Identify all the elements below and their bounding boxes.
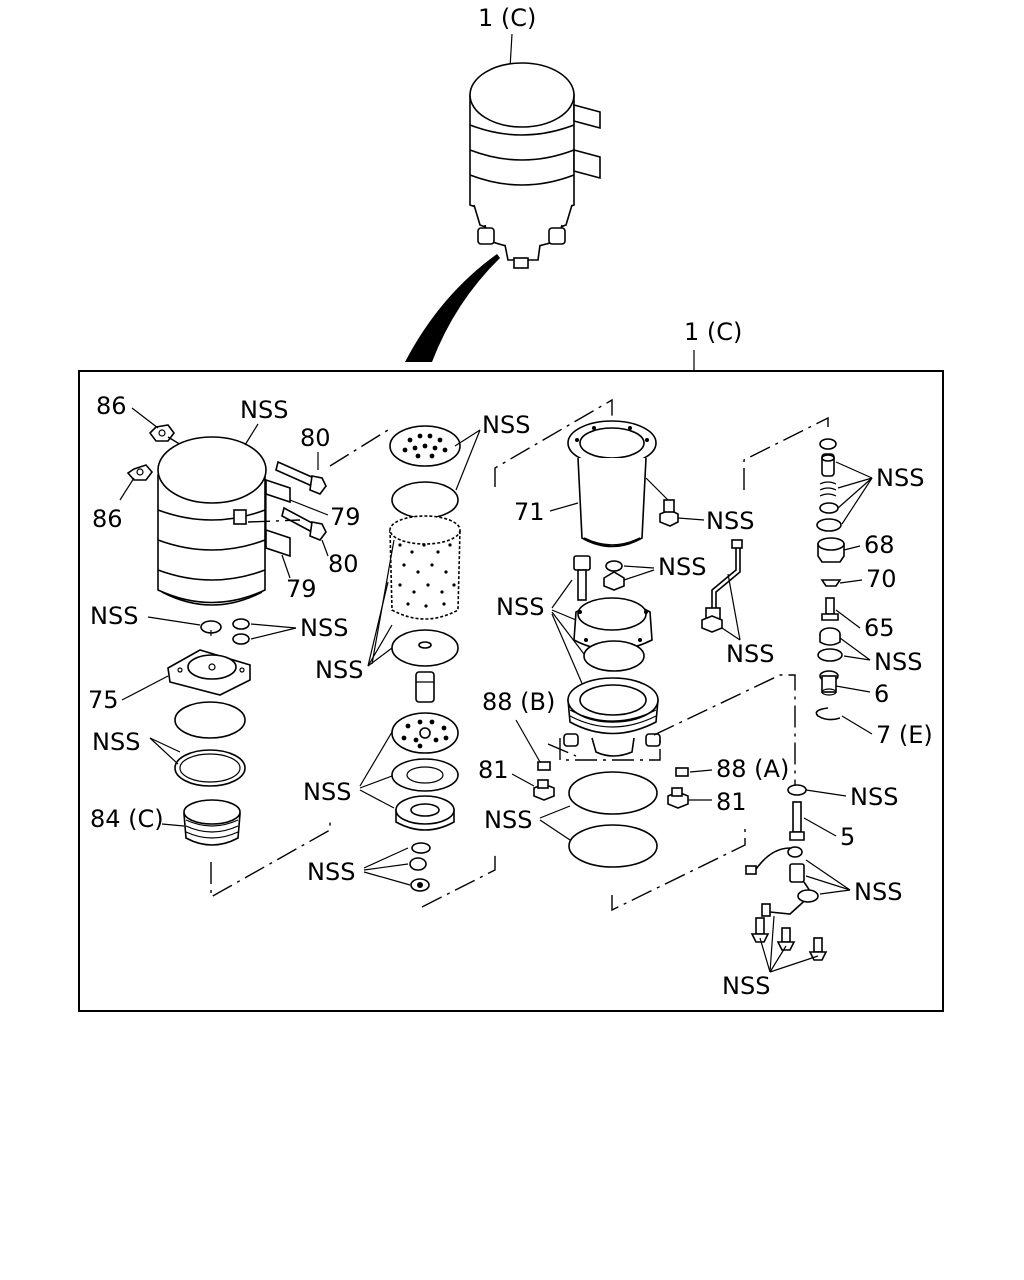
label-nss-washer: NSS xyxy=(90,602,138,630)
exploded-view-frame xyxy=(78,370,944,1012)
label-nss-tank: NSS xyxy=(240,396,288,424)
label-part-79b: 79 xyxy=(286,575,317,603)
label-part-6: 6 xyxy=(874,680,889,708)
callout-arrow xyxy=(405,254,500,362)
label-part-88b: 88 (B) xyxy=(482,688,555,716)
label-nss-orings: NSS xyxy=(92,728,140,756)
label-nss-gaskets: NSS xyxy=(496,593,544,621)
label-part-5: 5 xyxy=(840,823,855,851)
label-nss-filter-low: NSS xyxy=(303,778,351,806)
label-part-81a: 81 xyxy=(478,756,509,784)
label-nss-sensor: NSS xyxy=(854,878,902,906)
tank-group: 86 86 NSS 80 79 80 79 xyxy=(88,392,361,899)
label-nss-washer5: NSS xyxy=(850,783,898,811)
filter-stack-group: NSS NSS xyxy=(303,411,530,908)
label-part-71: 71 xyxy=(514,498,545,526)
label-nss-bottom-rings: NSS xyxy=(484,806,532,834)
label-part-79a: 79 xyxy=(330,503,361,531)
label-part-68: 68 xyxy=(864,531,895,559)
label-nss-filter-top: NSS xyxy=(482,411,530,439)
label-part-86b: 86 xyxy=(92,505,123,533)
label-frame-assembly: 1 (C) xyxy=(684,318,742,346)
label-nss-nut: NSS xyxy=(658,553,706,581)
label-part-75: 75 xyxy=(88,686,119,714)
label-part-70: 70 xyxy=(866,565,897,593)
label-part-80a: 80 xyxy=(300,424,331,452)
label-nss-pipe: NSS xyxy=(726,640,774,668)
label-top-assembly: 1 (C) xyxy=(478,4,536,32)
label-part-65: 65 xyxy=(864,614,895,642)
label-nss-71-bolt: NSS xyxy=(706,507,754,535)
label-part-81b: 81 xyxy=(716,788,747,816)
label-nss-valve-top: NSS xyxy=(876,464,924,492)
valve-group: NSS 68 70 65 NSS 6 7 (E) NSS xyxy=(722,416,933,1000)
label-part-88a: 88 (A) xyxy=(716,755,789,783)
label-nss-sensor-bottom: NSS xyxy=(722,972,770,1000)
assembly-overview: 1 (C) xyxy=(469,4,601,269)
label-nss-nuts: NSS xyxy=(300,614,348,642)
label-part-86a: 86 xyxy=(96,392,127,420)
label-nss-valve-mid: NSS xyxy=(874,648,922,676)
label-part-7: 7 (E) xyxy=(876,721,933,749)
housing-group: 71 NSS NSS NSS xyxy=(478,398,796,912)
label-nss-filter-bottom: NSS xyxy=(307,858,355,886)
label-part-80b: 80 xyxy=(328,550,359,578)
label-nss-filter-mid: NSS xyxy=(315,656,363,684)
label-part-84: 84 (C) xyxy=(90,805,164,833)
